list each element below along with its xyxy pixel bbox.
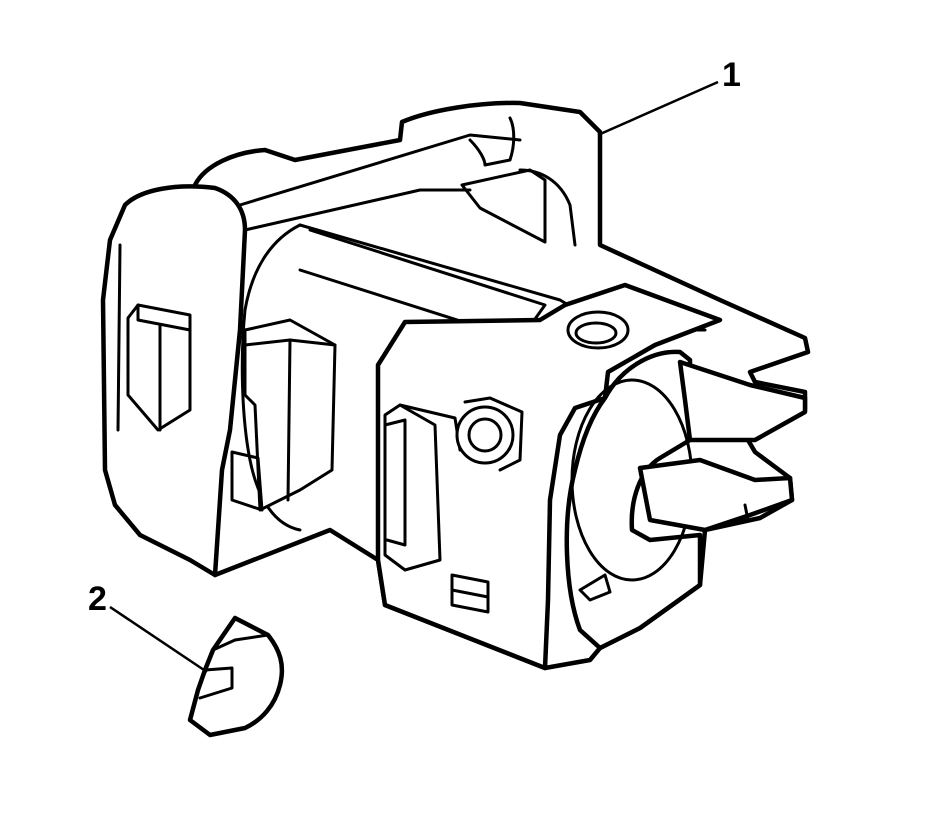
housing-left-cap — [100, 184, 248, 578]
housing-left-cap-tab-edge — [136, 303, 192, 332]
housing-rail-line-lower — [243, 188, 472, 232]
key-cap-outline — [187, 615, 285, 738]
key-cap-step — [198, 666, 234, 700]
callout-2-leader — [109, 605, 208, 674]
housing-front-slot-inner — [383, 418, 407, 547]
housing-front-bore — [564, 349, 703, 651]
callout-1: 1 — [597, 56, 741, 137]
housing-prong-lower — [637, 457, 795, 533]
callout-2: 2 — [88, 580, 208, 674]
housing-top-hole-inner — [574, 321, 618, 345]
key-cap-part-2 — [187, 615, 285, 738]
housing-rail-slot — [460, 168, 547, 244]
housing-rail-notch — [468, 116, 516, 167]
housing-left-cap-edge — [116, 243, 122, 432]
housing-lower-square-line — [450, 588, 490, 599]
key-cap-edge — [211, 633, 270, 652]
housing-prong-lower-edge — [743, 503, 750, 522]
callout-1-label: 1 — [722, 56, 741, 94]
housing-bore-notch — [578, 573, 612, 602]
housing-round-button-inner — [467, 417, 503, 453]
housing-round-button-recess — [463, 396, 524, 472]
housing-lower-cutout — [230, 450, 264, 512]
callout-1-leader — [597, 80, 719, 137]
housing-body-tab-edge-2 — [286, 338, 292, 502]
housing-part-1 — [100, 100, 811, 671]
callout-2-label: 2 — [88, 580, 107, 618]
housing-rail-slot-side — [518, 168, 577, 247]
housing-rail-line-upper — [238, 133, 522, 207]
housing-front-slot — [383, 403, 442, 572]
housing-prong-upper — [677, 359, 808, 443]
housing-round-button — [455, 405, 515, 465]
